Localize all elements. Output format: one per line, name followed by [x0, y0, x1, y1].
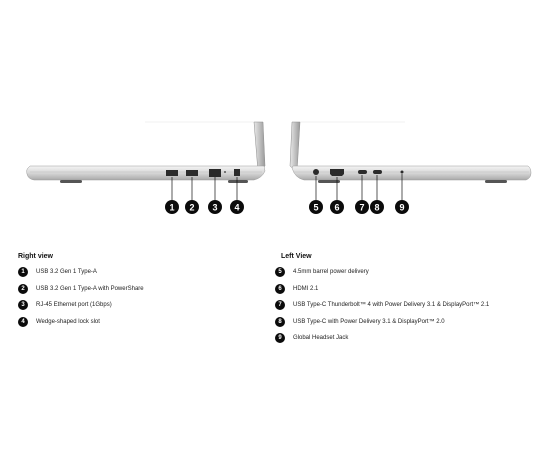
- port-label: 4.5mm barrel power delivery: [293, 269, 369, 275]
- number-badge: 4: [18, 316, 28, 327]
- number-badge: 2: [18, 283, 28, 294]
- port-label: RJ-45 Ethernet port (1Gbps): [36, 302, 112, 308]
- callout-9: 9: [395, 200, 409, 214]
- number-badge: 9: [275, 333, 285, 343]
- lock-slot-icon: [234, 169, 240, 176]
- usb-a-powershare-port-icon: [186, 170, 198, 176]
- port-label: Wedge-shaped lock slot: [36, 318, 100, 325]
- port-label: Global Headset Jack: [293, 335, 349, 341]
- headset-jack-icon: [400, 170, 404, 174]
- svg-text:1: 1: [169, 203, 174, 213]
- callout-4: 4: [230, 200, 244, 214]
- callout-6: 6: [330, 200, 344, 214]
- callout-7: 7: [355, 200, 369, 214]
- svg-text:3: 3: [212, 203, 217, 213]
- svg-text:7: 7: [359, 203, 364, 213]
- right-view-legend: Right view 1 USB 3.2 Gen 1 Type-A 2 USB 3.…: [18, 253, 258, 343]
- barrel-power-port-icon: [313, 169, 319, 175]
- usb-c-port-icon: [373, 170, 382, 174]
- number-badge: 6: [275, 283, 285, 294]
- left-view-title: Left View: [281, 253, 312, 260]
- left-side-laptop: [289, 121, 532, 200]
- callout-8: 8: [370, 200, 384, 214]
- number-badge: 1: [18, 267, 28, 277]
- svg-text:5: 5: [313, 203, 318, 213]
- callout-3: 3: [208, 200, 222, 214]
- number-badge: 5: [275, 267, 285, 277]
- svg-text:2: 2: [189, 203, 194, 213]
- left-view-legend: Left View 5 4.5mm barrel power delivery 6…: [275, 253, 540, 358]
- port-label: USB 3.2 Gen 1 Type-A: [36, 269, 97, 275]
- usb-c-thunderbolt-port-icon: [358, 170, 367, 174]
- number-badge: 8: [275, 316, 285, 327]
- svg-text:8: 8: [374, 203, 379, 213]
- port-label: USB 3.2 Gen 1 Type-A with PowerShare: [36, 285, 144, 292]
- callout-1: 1: [165, 200, 179, 214]
- number-badge: 3: [18, 300, 28, 310]
- right-view-title: Right view: [18, 253, 54, 260]
- port-label: USB Type-C Thunderbolt™ 4 with Power Del…: [293, 302, 490, 308]
- callout-5: 5: [309, 200, 323, 214]
- right-side-laptop: [26, 121, 266, 200]
- laptop-side-illustrations: 1 2 3 4 5 6 7 8 9: [26, 121, 532, 214]
- svg-text:4: 4: [234, 203, 239, 213]
- hdmi-port-icon: [330, 169, 344, 176]
- port-label: HDMI 2.1: [293, 285, 319, 292]
- svg-text:6: 6: [334, 203, 339, 213]
- svg-text:9: 9: [399, 203, 404, 213]
- callout-2: 2: [185, 200, 199, 214]
- usb-a-port-icon: [166, 170, 178, 176]
- port-label: USB Type-C with Power Delivery 3.1 & Dis…: [293, 318, 445, 325]
- ethernet-port-icon: [209, 169, 221, 177]
- number-badge: 7: [275, 300, 285, 310]
